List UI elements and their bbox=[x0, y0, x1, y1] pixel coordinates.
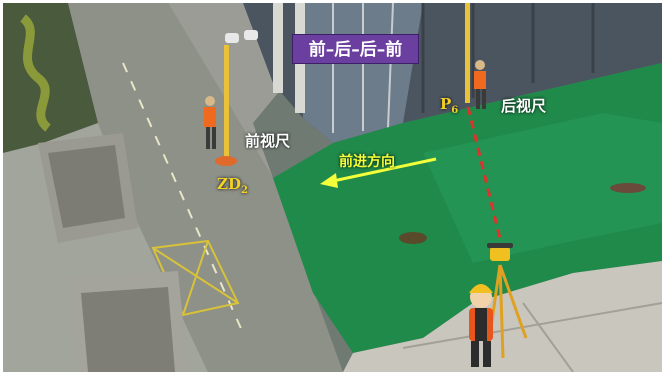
sequence-label: 前–后–后–前 bbox=[292, 34, 419, 64]
front-levelling-staff bbox=[224, 45, 229, 160]
building-pillar bbox=[273, 3, 283, 93]
road bbox=[68, 3, 343, 372]
front-surveyor bbox=[205, 96, 215, 106]
back-levelling-staff bbox=[465, 3, 470, 103]
parked-car bbox=[225, 33, 239, 43]
direction-label: 前进方向 bbox=[339, 154, 395, 170]
front-staff-label: 前视尺 bbox=[245, 132, 291, 150]
benchmark-point-label: P6 bbox=[440, 95, 459, 116]
road-marking bbox=[122, 62, 244, 334]
turning-point-label: ZD2 bbox=[217, 175, 248, 196]
dirt-patch bbox=[399, 232, 427, 244]
sight-line bbox=[466, 106, 505, 252]
aerial-photo: 前–后–后–前 前视尺 后视尺 前进方向 ZD2 P6 bbox=[3, 3, 662, 372]
turning-point-plate bbox=[215, 156, 237, 166]
back-surveyor bbox=[475, 60, 485, 70]
back-staff-label: 后视尺 bbox=[501, 97, 547, 115]
direction-arrow bbox=[332, 157, 437, 183]
level-instrument bbox=[490, 247, 510, 261]
scene-illustration bbox=[3, 3, 662, 372]
hedge-pattern bbox=[19, 14, 52, 132]
